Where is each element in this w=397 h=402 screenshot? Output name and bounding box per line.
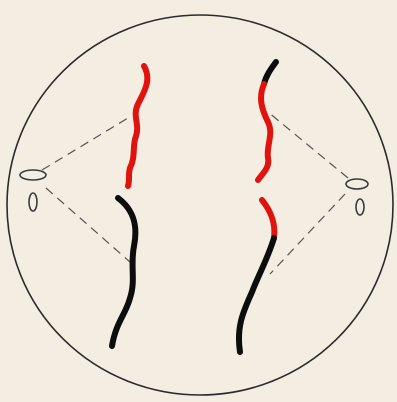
centriole-icon bbox=[346, 179, 368, 189]
chromosome-right bbox=[239, 62, 276, 352]
chromosome-left-black-segment bbox=[112, 198, 135, 346]
centriole-icon bbox=[29, 193, 37, 211]
centriole-icon bbox=[20, 170, 46, 180]
cell-membrane bbox=[7, 15, 393, 395]
spindle-fiber-right-upper bbox=[268, 112, 348, 178]
chromosome-left bbox=[112, 66, 147, 346]
spindle-fiber-left-upper bbox=[42, 118, 128, 170]
chromosome-right-red-lower bbox=[262, 200, 274, 238]
centriole-icon bbox=[356, 199, 364, 215]
centriole-pair-left bbox=[20, 170, 46, 211]
chromosome-left-red-segment bbox=[128, 66, 147, 186]
chromosome-right-red-upper bbox=[258, 84, 270, 180]
spindle-fiber-right-lower bbox=[270, 194, 345, 274]
spindle-fibers bbox=[42, 112, 348, 274]
chromosome-right-black-top bbox=[264, 62, 276, 84]
centriole-pair-right bbox=[346, 179, 368, 215]
chromosome-right-black-lower bbox=[239, 238, 274, 352]
